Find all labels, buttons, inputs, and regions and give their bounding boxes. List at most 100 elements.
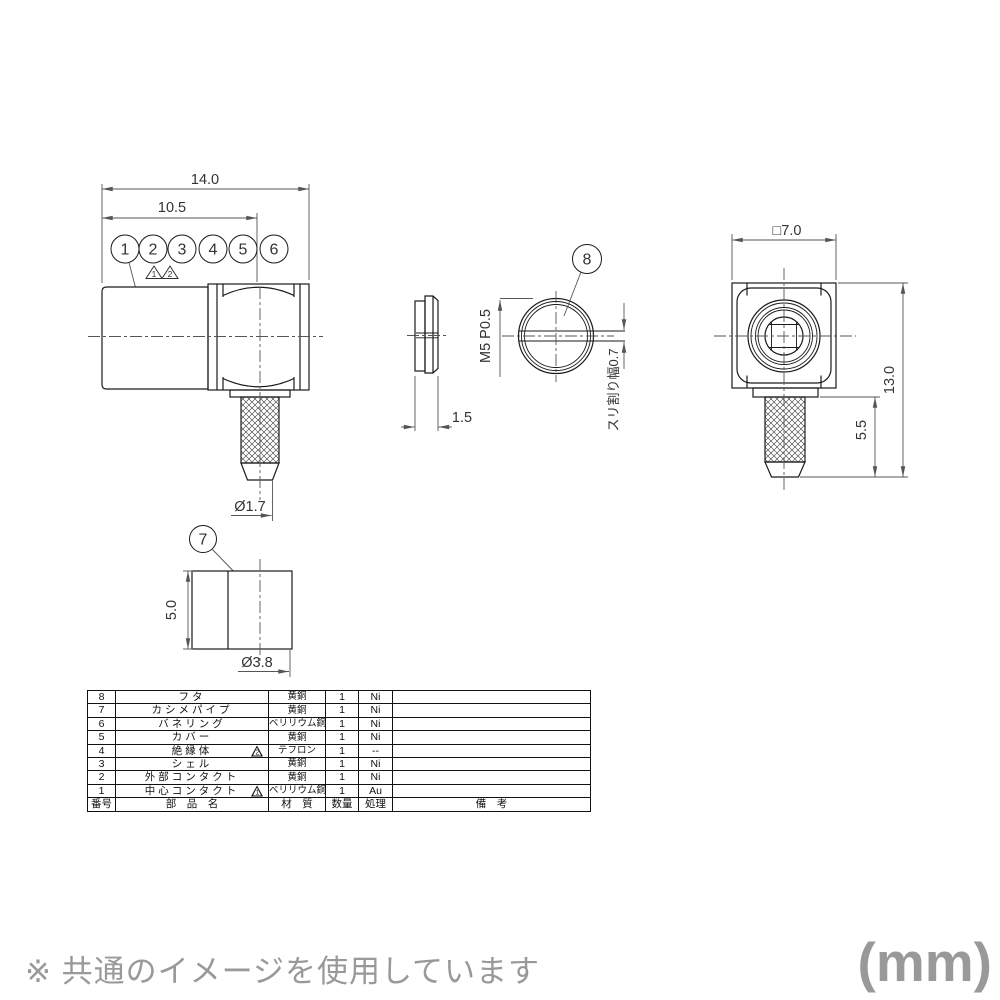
balloon-circle [138, 234, 168, 264]
front-view: □7.0 13.0 5.5 [714, 223, 908, 492]
balloon-6: 6 [270, 242, 279, 259]
part-remarks [392, 689, 591, 705]
balloon-circle [228, 234, 258, 264]
crimp-pipe-body [191, 570, 293, 650]
part-no: 7 [87, 703, 116, 718]
rev-triangle-icon [161, 265, 179, 279]
part-material: 黄銅 [268, 756, 326, 772]
rev-mark-2: 2 [168, 269, 173, 279]
table-row: 3 シェル 黄銅 1 Ni [87, 756, 591, 772]
part-finish: Au [358, 783, 393, 799]
balloon-3: 3 [178, 242, 187, 259]
tapered-tip [764, 461, 806, 478]
part-no: 1 [87, 783, 116, 799]
part-remarks [392, 703, 591, 718]
balloon-2: 2 [149, 242, 158, 259]
part-material: 黄銅 [268, 730, 326, 745]
part-no: 6 [87, 716, 116, 732]
part-finish: Ni [358, 716, 393, 732]
part-remarks [392, 730, 591, 745]
dim-text-total-height: 13.0 [882, 366, 898, 394]
flange [752, 387, 819, 398]
dim-text-height: 5.0 [164, 600, 180, 620]
connector-frame [207, 283, 310, 391]
rev-mark-1: 1 [152, 269, 157, 279]
part-finish: Ni [358, 756, 393, 772]
balloon-circle [198, 234, 228, 264]
balloon-callouts: 1 2 3 4 5 6 [110, 234, 289, 298]
part-material: ベリリウム銅 [268, 783, 326, 799]
table-row: 4 絶縁体 2 テフロン 1 -- [87, 743, 591, 758]
part-finish: Ni [358, 770, 393, 785]
part-remarks [392, 743, 591, 758]
part-name: カシメパイプ [115, 703, 269, 718]
rev-triangle-icon: 1 [251, 785, 264, 797]
cap-disc [414, 300, 426, 372]
part7-view: 7 5.0 Ø3.8 [164, 525, 293, 677]
part-name: シェル [115, 756, 269, 772]
part-no: 3 [87, 756, 116, 772]
part-remarks [392, 716, 591, 732]
balloon-1: 1 [121, 242, 130, 259]
part-finish: -- [358, 743, 393, 758]
part-qty: 1 [325, 743, 359, 758]
part-material: ベリリウム銅 [268, 716, 326, 732]
part-qty: 1 [325, 689, 359, 705]
part-name: カバー [115, 730, 269, 745]
part-material: テフロン [268, 743, 326, 758]
part-remarks [392, 770, 591, 785]
table-header-row: 番号 部 品 名 材 質 数量 処理 備 考 [87, 797, 591, 812]
rev-triangle-icon [145, 265, 163, 279]
units-label: (mm) [857, 931, 992, 993]
part-no: 5 [87, 730, 116, 745]
part-qty: 1 [325, 703, 359, 718]
balloon-leader [563, 271, 582, 317]
part-finish: Ni [358, 689, 393, 705]
part-qty: 1 [325, 730, 359, 745]
revision-marks: 1 2 [145, 265, 179, 279]
knurled-sleeve [764, 396, 806, 463]
balloon-circle [259, 234, 289, 264]
header-name: 部 品 名 [115, 797, 269, 812]
slit-callout-text: スリ割り幅0.7 [606, 348, 621, 431]
cap-flange [424, 295, 439, 374]
part-material: 黄銅 [268, 703, 326, 718]
part-name: 中心コンタクト 1 [115, 783, 269, 799]
table-row: 7 カシメパイプ 黄銅 1 Ni [87, 703, 591, 718]
part-qty: 1 [325, 756, 359, 772]
part-remarks [392, 783, 591, 799]
part-name: 外部コンタクト [115, 770, 269, 785]
dim-text-thickness: 1.5 [452, 410, 472, 426]
table-row: 8 フタ 黄銅 1 Ni [87, 689, 591, 705]
connector-body [101, 286, 209, 390]
barrel-top-arc [222, 286, 295, 297]
part-name: フタ [115, 689, 269, 705]
part-no: 8 [87, 689, 116, 705]
part-finish: Ni [358, 703, 393, 718]
table-row: 1 中心コンタクト 1 ベリリウム銅 1 Au [87, 783, 591, 799]
part-remarks [392, 756, 591, 772]
part-qty: 1 [325, 716, 359, 732]
balloon-circle [167, 234, 197, 264]
header-no: 番号 [87, 797, 116, 812]
dim-text-partial-width: 10.5 [158, 200, 186, 216]
table-row: 2 外部コンタクト 黄銅 1 Ni [87, 770, 591, 785]
header-remarks: 備 考 [392, 797, 591, 812]
circle [755, 307, 813, 365]
part-material: 黄銅 [268, 770, 326, 785]
balloon-circle [189, 525, 217, 553]
dim-text-tip-dia: Ø1.7 [234, 499, 265, 515]
thread-callout-text: M5 P0.5 [478, 309, 494, 363]
balloon-8: 8 [583, 252, 592, 269]
balloon-circle [572, 244, 602, 274]
dim-text-width: □7.0 [773, 223, 802, 239]
part-name: 絶縁体 2 [115, 743, 269, 758]
rev-triangle-icon: 2 [251, 745, 264, 757]
balloon-4: 4 [209, 242, 218, 259]
part-no: 2 [87, 770, 116, 785]
dim-text-lower-height: 5.5 [854, 420, 870, 440]
part-qty: 1 [325, 783, 359, 799]
header-qty: 数量 [325, 797, 359, 812]
